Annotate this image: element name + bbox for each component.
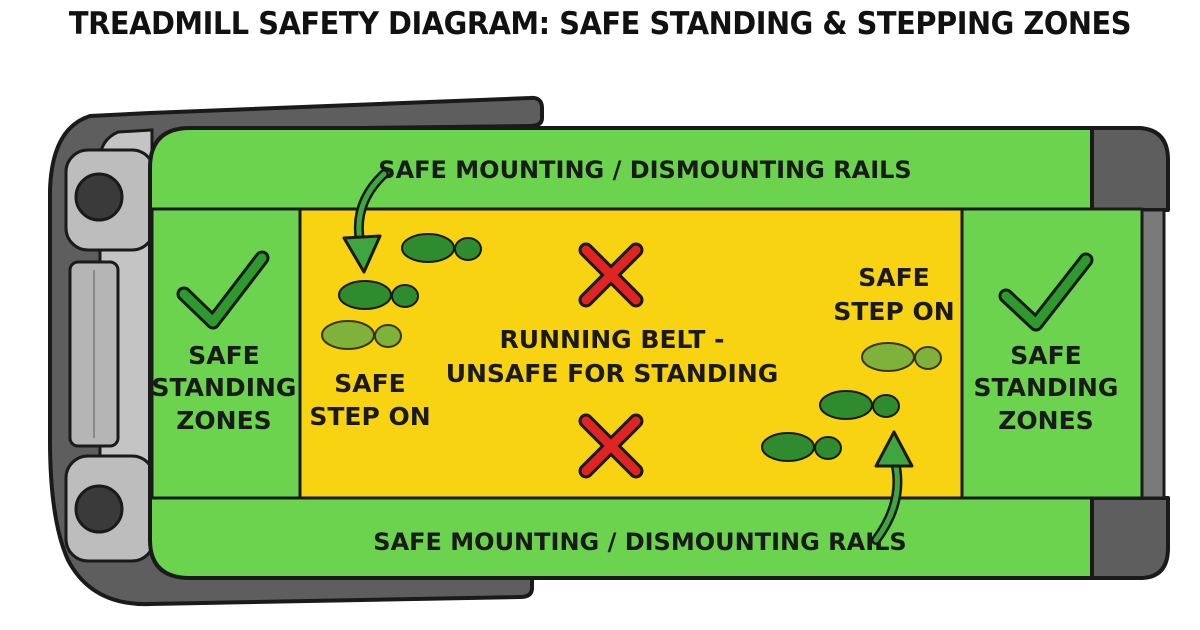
footprint-icon: [338, 280, 419, 310]
red-x-icon: [578, 242, 644, 308]
rear-roller: [1138, 208, 1166, 500]
left-upper-knob-icon: [74, 172, 124, 222]
safe-step-on-left-label: SAFE STEP ON: [309, 369, 430, 431]
red-x-icon: [578, 413, 644, 479]
svg-text:SAFE: SAFE: [334, 369, 406, 398]
svg-text:ZONES: ZONES: [176, 406, 271, 435]
safe-step-on-right-label: SAFE STEP ON: [833, 263, 954, 326]
svg-text:ZONES: ZONES: [998, 406, 1093, 435]
curved-arrow-icon: [342, 169, 389, 274]
diagram-title: TREADMILL SAFETY DIAGRAM: SAFE STANDING …: [68, 6, 1132, 42]
standing-zone-left-label: SAFE STANDING ZONES: [152, 341, 297, 435]
svg-text:SAFE: SAFE: [858, 263, 930, 292]
footprint-icon: [401, 233, 482, 263]
footprint-icon: [321, 320, 402, 350]
svg-text:UNSAFE FOR STANDING: UNSAFE FOR STANDING: [446, 359, 779, 388]
footprint-icon: [861, 342, 942, 372]
footprint-icon: [819, 390, 900, 420]
standing-zone-right-label: SAFE STANDING ZONES: [974, 341, 1119, 435]
svg-text:STEP ON: STEP ON: [309, 402, 430, 431]
curved-arrow-icon: [871, 430, 914, 545]
rear-cap-bottom: [1090, 496, 1170, 580]
svg-text:STEP ON: STEP ON: [833, 297, 954, 326]
rail-label-bottom: SAFE MOUNTING / DISMOUNTING RAILS: [373, 528, 906, 556]
svg-text:STANDING: STANDING: [974, 373, 1119, 402]
running-belt-label: RUNNING BELT - UNSAFE FOR STANDING: [446, 325, 779, 388]
svg-text:SAFE: SAFE: [1010, 341, 1082, 370]
svg-text:SAFE: SAFE: [188, 341, 260, 370]
left-lower-knob-icon: [74, 484, 124, 534]
rail-label-top: SAFE MOUNTING / DISMOUNTING RAILS: [378, 156, 911, 184]
svg-text:STANDING: STANDING: [152, 373, 297, 402]
rear-cap-top: [1090, 126, 1170, 212]
svg-text:RUNNING BELT -: RUNNING BELT -: [500, 325, 725, 354]
footprint-icon: [761, 432, 842, 462]
